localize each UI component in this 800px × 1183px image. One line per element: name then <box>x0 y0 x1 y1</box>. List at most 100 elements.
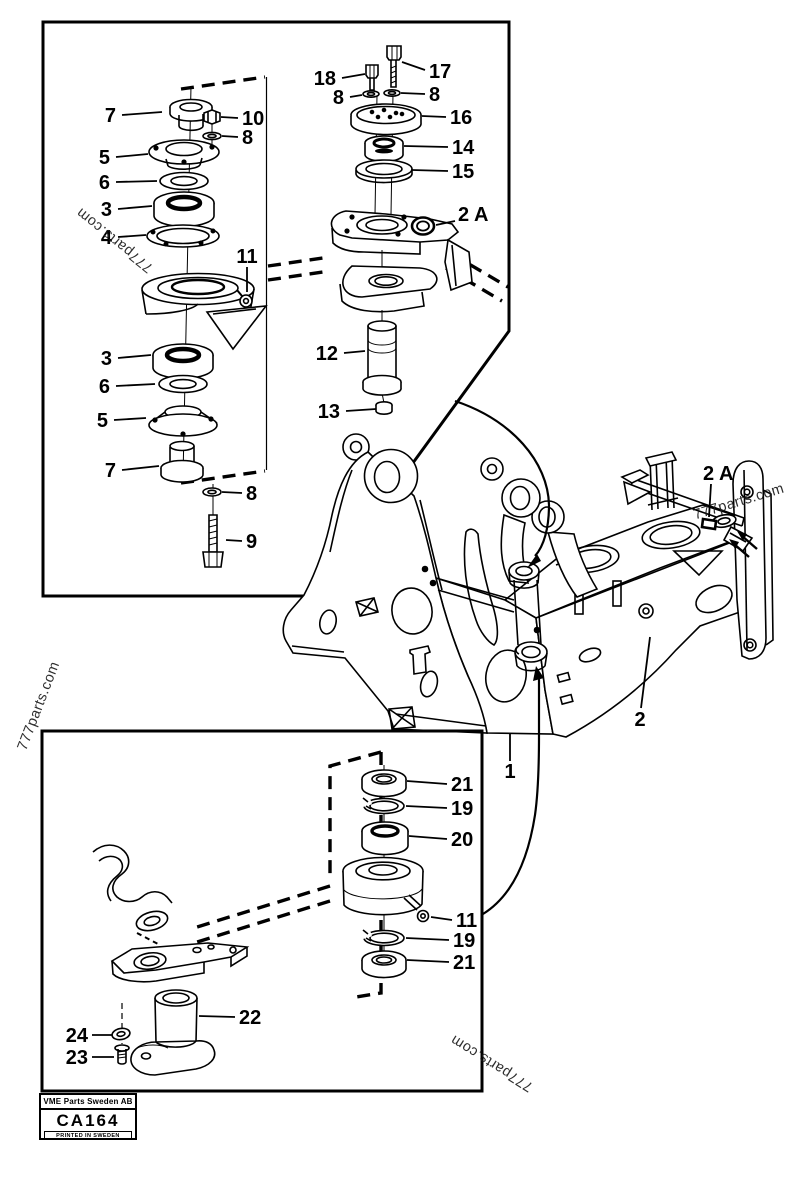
lower-left-parts-group <box>92 844 250 1076</box>
callout-5-top: 5 <box>99 147 110 169</box>
rear-frame-chassis <box>434 504 748 738</box>
part-pin-22 <box>130 989 216 1076</box>
callout-22: 22 <box>239 1007 261 1029</box>
callout-6-bottom: 6 <box>99 376 110 398</box>
part-washer-15 <box>355 159 413 184</box>
lower-callout-leaders <box>92 780 453 1058</box>
upper-left-parts-stack <box>141 85 268 568</box>
part-washer-bottom <box>202 487 222 497</box>
frame-pointer-arrows <box>454 399 712 915</box>
frame-labels: 1 2 2 A <box>504 463 733 783</box>
shim-plate-icon <box>700 517 718 531</box>
title-block: VME Parts Sweden AB CA164 PRINTED IN SWE… <box>39 1093 137 1140</box>
callout-17: 17 <box>429 61 451 83</box>
upper-callout-leaders <box>113 61 456 542</box>
part-pin-12 <box>362 320 402 396</box>
callout-12: 12 <box>316 343 338 365</box>
part-snapring-19-top <box>361 797 405 815</box>
part-ring-bottom <box>158 374 208 394</box>
callout-4: 4 <box>101 227 113 249</box>
callout-8-mid-right: 8 <box>429 84 440 106</box>
upper-middle-parts-stack <box>330 45 473 415</box>
callout-8-bottom: 8 <box>246 483 257 505</box>
printed-note: PRINTED IN SWEDEN <box>44 1131 132 1140</box>
part-washer-24 <box>111 1027 131 1041</box>
callout-8-top: 8 <box>242 127 253 149</box>
callout-24: 24 <box>66 1025 89 1047</box>
rear-frame-right-end <box>620 451 774 660</box>
callout-21-bottom: 21 <box>453 952 475 974</box>
callout-15: 15 <box>452 161 474 183</box>
front-lift-tower <box>282 433 515 734</box>
part-bushing-bottom <box>160 440 204 483</box>
callout-14: 14 <box>452 137 475 159</box>
part-bolt-9 <box>202 514 224 568</box>
label-front-frame: 1 <box>504 761 515 783</box>
callout-19-bottom: 19 <box>453 930 475 952</box>
callout-18: 18 <box>314 68 336 90</box>
part-bolt-18 <box>365 64 379 91</box>
part-bearing-20 <box>361 821 409 856</box>
part-snapring-19-bottom <box>361 929 405 947</box>
part-retainer-top <box>148 139 220 171</box>
upper-exploded-box <box>41 20 511 598</box>
callout-10: 10 <box>242 108 264 130</box>
callout-7-top: 7 <box>105 105 116 127</box>
part-bearing-top <box>153 191 215 228</box>
part-hub-drum <box>342 856 424 916</box>
part-nut <box>203 109 221 125</box>
grease-fitting-upper <box>236 289 253 308</box>
lower-right-parts-stack <box>342 769 430 979</box>
part-washer-left <box>362 90 380 99</box>
callout-11-lower: 11 <box>456 910 477 932</box>
figure-code: CA164 <box>56 1110 120 1130</box>
label-shim-location: 2 A <box>703 463 733 485</box>
callout-3-top: 3 <box>101 199 112 221</box>
part-bearing-bottom <box>152 343 214 380</box>
part-ring-21-top <box>361 769 407 798</box>
part-retainer-bottom <box>148 405 218 437</box>
part-gasket <box>146 224 220 248</box>
pivot-bracket-plate <box>110 942 250 983</box>
part-bracket-plate <box>330 210 473 313</box>
part-cover-16 <box>350 103 422 136</box>
hinge-pivot-bosses <box>508 561 548 672</box>
lower-dashed-alignment-lines <box>196 750 383 999</box>
part-washer-top <box>202 131 222 141</box>
callout-19-top: 19 <box>451 798 473 820</box>
label-rear-frame: 2 <box>634 709 645 731</box>
callout-11-upper: 11 <box>236 246 257 268</box>
callout-20: 20 <box>451 829 473 851</box>
callout-3-bottom: 3 <box>101 348 112 370</box>
grease-fitting-lower <box>416 909 430 923</box>
lower-box-border <box>40 729 484 1093</box>
callout-16: 16 <box>450 107 472 129</box>
callout-8-mid-left: 8 <box>333 87 344 109</box>
callout-2a-upper: 2 A <box>458 204 488 226</box>
part-ring-21-bottom <box>361 950 407 979</box>
part-bolt-23 <box>114 1044 130 1065</box>
part-housing <box>141 272 268 351</box>
callout-23: 23 <box>66 1047 88 1069</box>
callout-5-bottom: 5 <box>97 410 108 432</box>
part-bearing-14 <box>364 135 404 163</box>
lower-exploded-box <box>40 729 484 1093</box>
part-ring-top <box>159 171 209 191</box>
frame-drawing <box>282 399 774 915</box>
part-plug-13 <box>375 400 393 415</box>
shim-mounting-detail <box>700 513 758 558</box>
publisher-name: VME Parts Sweden AB <box>41 1095 135 1110</box>
callout-7-bottom: 7 <box>105 460 116 482</box>
part-bushing-top <box>169 98 213 132</box>
part-washer-right <box>383 89 401 98</box>
callout-13: 13 <box>318 401 340 423</box>
part-shim-ring-2a <box>410 216 436 236</box>
callout-9: 9 <box>246 531 257 553</box>
callout-6-top: 6 <box>99 172 110 194</box>
lower-callout-labels: 21 19 20 11 19 21 22 24 23 <box>66 774 477 1069</box>
callout-21-top: 21 <box>451 774 473 796</box>
torn-section-ribbon <box>92 844 173 945</box>
upper-callout-labels: 7 10 8 5 6 3 4 11 3 6 5 7 8 9 18 8 17 8 … <box>97 61 489 553</box>
